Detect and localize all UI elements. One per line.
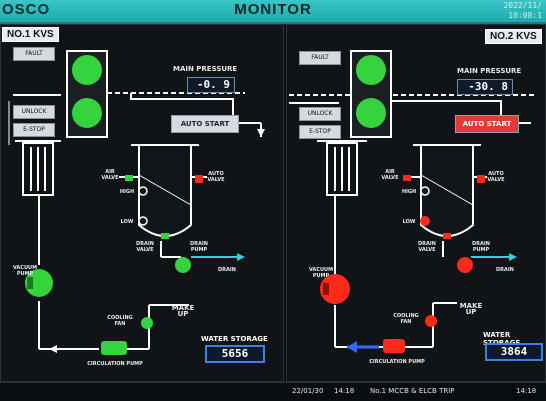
status-bar: 22/01/30 14:18 No.1 MCCB & ELCB TRIP 14:… (0, 382, 546, 401)
kvs1-estop-button[interactable]: E-STOP (13, 123, 55, 137)
air-valve-icon (403, 175, 411, 181)
vacuum-pump-icon (25, 269, 53, 297)
kvs1-drain-label: DRAIN (218, 267, 236, 273)
kvs2-water-storage-value: 3864 (485, 343, 543, 361)
kvs1-pressure-label: MAIN PRESSURE (173, 65, 238, 73)
kvs1-low-label: LOW (120, 219, 134, 225)
kvs2-unlock-button[interactable]: UNLOCK (299, 107, 341, 121)
status-time-right: 14:18 (516, 387, 537, 395)
kvs1-drain-pump-label: DRAIN PUMP (190, 241, 208, 253)
status-date: 22/01/30 (292, 387, 324, 395)
status-light-top (356, 55, 386, 85)
page-title: MONITOR (234, 1, 312, 18)
kvs1-diagram (8, 50, 265, 355)
kvs1-circulation-pump-label: CIRCULATION PUMP (87, 361, 143, 367)
circulation-pump-icon (101, 341, 127, 355)
status-time: 14:18 (334, 387, 355, 395)
status-light-bottom (72, 98, 102, 128)
kvs2-air-valve-label: AIR VALVE (381, 169, 399, 181)
header-date: 2022/11/ (503, 1, 542, 10)
cooling-fan-icon (425, 315, 437, 327)
kvs2-drain-pump-label: DRAIN PUMP (472, 241, 490, 253)
kvs1-pressure-value: -0. 9 (187, 77, 235, 93)
kvs1-cooling-fan-label: COOLING FAN (107, 315, 133, 327)
kvs2-drain-label: DRAIN (496, 267, 514, 273)
status-alarm-message[interactable]: No.1 MCCB & ELCB TRIP (370, 387, 455, 395)
low-level-icon (138, 216, 148, 226)
drain-pump-icon (457, 257, 473, 273)
circulation-pump-icon (383, 339, 405, 353)
drain-valve-icon (161, 233, 169, 239)
kvs2-title: NO.2 KVS (485, 29, 542, 44)
kvs1-panel: NO.1 KVS FAULT UNLOCK E-STOP MAIN PRESSU… (0, 24, 284, 382)
kvs1-drain-valve-label: DRAIN VALVE (136, 241, 154, 253)
status-light-bottom (356, 98, 386, 128)
status-light-top (72, 55, 102, 85)
kvs1-title: NO.1 KVS (2, 27, 59, 42)
kvs2-pressure-value: -30. 8 (457, 79, 513, 95)
auto-valve-icon (477, 175, 485, 183)
kvs2-auto-start-button[interactable]: AUTO START (455, 115, 519, 133)
auto-valve-icon (195, 175, 203, 183)
kvs2-cooling-fan-label: COOLING FAN (393, 313, 419, 325)
kvs1-auto-start-button[interactable]: AUTO START (171, 115, 239, 133)
drain-pump-icon (175, 257, 191, 273)
kvs2-circulation-pump-label: CIRCULATION PUMP (369, 359, 425, 365)
kvs1-vacuum-pump-label: VACUUM PUMP (12, 265, 38, 277)
air-valve-icon (125, 175, 133, 181)
kvs1-air-valve-label: AIR VALVE (101, 169, 119, 181)
kvs2-panel: NO.2 KVS FAULT UNLOCK E-STOP MAIN PRESSU… (286, 24, 546, 382)
kvs1-water-storage-label: WATER STORAGE (201, 335, 268, 343)
low-level-icon (420, 216, 430, 226)
kvs1-high-label: HIGH (119, 189, 135, 195)
kvs2-high-label: HIGH (401, 189, 417, 195)
title-bar: OSCO MONITOR 2022/11/ 10:08:1 (0, 0, 546, 24)
high-level-icon (420, 186, 430, 196)
kvs2-auto-valve-label: AUTO VALVE (487, 171, 505, 183)
kvs2-make-up-label: MAKE UP (459, 302, 483, 316)
kvs2-estop-button[interactable]: E-STOP (299, 125, 341, 139)
kvs1-auto-valve-label: AUTO VALVE (207, 171, 225, 183)
kvs1-water-storage-value: 5656 (205, 345, 265, 363)
brand-logo-text: OSCO (2, 1, 51, 18)
drain-valve-icon (443, 233, 451, 239)
header-time: 10:08:1 (508, 11, 542, 20)
kvs1-make-up-label: MAKE UP (171, 304, 195, 318)
kvs2-diagram (289, 50, 537, 353)
cooling-fan-icon (141, 317, 153, 329)
vacuum-pump-icon (320, 274, 350, 304)
kvs2-fault-button[interactable]: FAULT (299, 51, 341, 65)
kvs2-low-label: LOW (402, 219, 416, 225)
kvs1-fault-button[interactable]: FAULT (13, 47, 55, 61)
high-level-icon (138, 186, 148, 196)
kvs2-drain-valve-label: DRAIN VALVE (418, 241, 436, 253)
kvs2-pressure-label: MAIN PRESSURE (457, 67, 522, 75)
kvs2-vacuum-pump-label: VACUUM PUMP (308, 267, 334, 279)
kvs1-unlock-button[interactable]: UNLOCK (13, 105, 55, 119)
